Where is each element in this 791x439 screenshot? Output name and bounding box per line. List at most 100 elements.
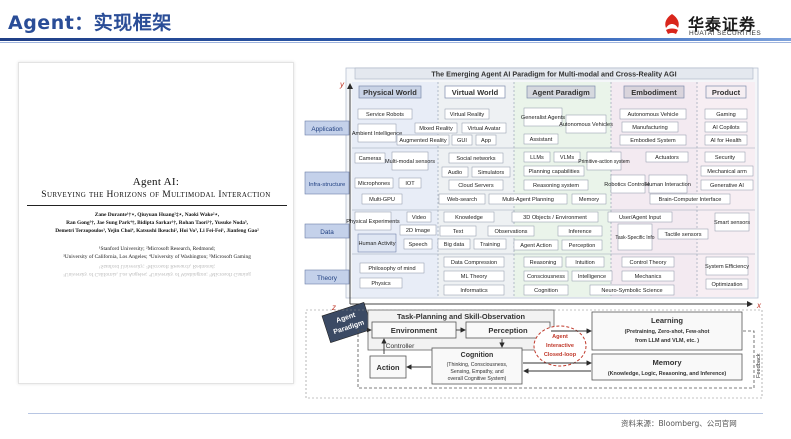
figure-title: The Emerging Agent AI Paradigm for Multi… xyxy=(431,70,676,79)
cell-simulators: Simulators xyxy=(478,170,505,176)
cell-mechanical-arm: Mechanical arm xyxy=(707,169,747,175)
cell-speech: Speech xyxy=(409,242,428,248)
cell-actuators: Actuators xyxy=(655,155,679,161)
axis-z-label: z xyxy=(331,303,336,312)
closed-loop-line2: Interactive xyxy=(546,343,574,349)
cell-control-theory: Control Theory xyxy=(630,260,667,266)
cell-text: Text xyxy=(453,229,464,235)
paper-card: Agent AI: Surveying the Horizons of Mult… xyxy=(18,62,294,384)
cell-ambient-intelligence: Ambient Intelligence xyxy=(352,131,402,137)
company-logo: 华泰证券 HUATAI SECURITIES xyxy=(661,13,781,39)
cell-llms: LLMs xyxy=(530,155,544,161)
cell-autonomous-vehicles: Autonomous Vehicles xyxy=(559,122,613,128)
authors-line-2: Ran Gong³†, Jae Sung Park⁴†, Bidipta Sar… xyxy=(66,220,248,226)
cell-virtual-avatar: Virtual Avatar xyxy=(467,126,500,132)
paper-subtitle: Surveying the Horizons of Multimodal Int… xyxy=(41,190,271,200)
cell-task-specific-info: Task-Specific Info xyxy=(615,235,654,241)
col-physical-world: Physical World xyxy=(363,88,417,97)
cell-social-networks: Social networks xyxy=(456,156,495,162)
cell-inference: Inference xyxy=(568,229,591,235)
cell-service-robots: Service Robots xyxy=(366,112,404,118)
cell-multi-agent-planning: Multi-Agent Planning xyxy=(502,197,554,203)
learning-title: Learning xyxy=(651,316,683,325)
cell-memory-infra: Memory xyxy=(579,197,599,203)
cell-vlms: VLMs xyxy=(560,155,575,161)
source-note: 资料来源：Bloomberg、公司官网 xyxy=(621,419,737,428)
cell-robotics-controller: Robotics Controller xyxy=(604,182,652,188)
ghost-line-1: ³University of California, Los Angeles; … xyxy=(63,271,251,277)
cell-generalist-agents: Generalist Agents xyxy=(521,115,565,121)
cell-agent-action: Agent Action xyxy=(520,243,551,249)
cell-brain-computer-interface: Brain-Computer Interface xyxy=(659,197,722,203)
cell-knowledge: Knowledge xyxy=(455,215,483,221)
cognition-title: Cognition xyxy=(461,352,494,359)
cell-gui: GUI xyxy=(457,138,467,144)
cell-perception-data: Perception xyxy=(569,243,596,249)
memory-body: (Knowledge, Logic, Reasoning, and Infere… xyxy=(608,371,727,377)
logo-english: HUATAI SECURITIES xyxy=(689,30,762,37)
learning-body-1: (Pretraining, Zero-shot, Few-shot xyxy=(625,329,710,335)
cell-neuro-symbolic: Neuro-Symbolic Science xyxy=(601,288,662,294)
cell-security: Security xyxy=(715,155,735,161)
col-agent-paradigm: Agent Paradigm xyxy=(532,88,590,97)
cell-human-interaction: Human Interaction xyxy=(645,182,691,188)
environment-box: Environment xyxy=(391,326,438,335)
cell-training: Training xyxy=(480,242,500,248)
closed-loop-line3: Closed-loop xyxy=(544,352,577,358)
cell-assistant: Assistant xyxy=(530,137,553,143)
cell-planning-capabilities: Planning capabilities xyxy=(529,169,580,175)
authors-line-1: Zane Durante¹†⋆, Qiuyuan Huang²‡⋆, Naoki… xyxy=(94,212,220,218)
cell-primitive-action: Primitive-action system xyxy=(578,159,629,165)
row-data: Data xyxy=(320,229,334,236)
footer-rule xyxy=(28,413,763,414)
cell-cloud-servers: Cloud Servers xyxy=(458,183,494,189)
paper-bleed-through: ³University of California, Los Angeles; … xyxy=(37,262,277,278)
perception-box: Perception xyxy=(488,326,528,335)
cell-informatics: Informatics xyxy=(460,288,488,294)
action-box: Action xyxy=(377,363,400,372)
cell-3d-objects: 3D Objects / Environment xyxy=(523,215,587,221)
cell-audio: Audio xyxy=(448,170,462,176)
cell-microphones: Microphones xyxy=(358,181,390,187)
cell-generative-ai: Generative AI xyxy=(710,183,744,189)
controller-label: Controller xyxy=(386,343,415,350)
authors-line-3: Demetri Terzopoulos³, Yejin Choi⁴, Katsu… xyxy=(55,228,259,234)
agent-framework-figure: The Emerging Agent AI Paradigm for Multi… xyxy=(302,66,768,401)
paper-affiliations: ¹Stanford University; ²Microsoft Researc… xyxy=(29,245,285,261)
cognition-body-2: Sensing, Empathy, and xyxy=(450,369,503,375)
title-rule xyxy=(0,38,791,41)
cell-cognition-theory: Cognition xyxy=(534,288,558,294)
cell-multi-gpu: Multi-GPU xyxy=(369,197,395,203)
cell-gaming: Gaming xyxy=(716,112,736,118)
cell-smart-sensors: Smart sensors xyxy=(714,220,750,226)
paper-authors: Zane Durante¹†⋆, Qiuyuan Huang²‡⋆, Naoki… xyxy=(29,211,285,235)
col-product: Product xyxy=(712,88,741,97)
col-embodiment: Embodiment xyxy=(631,88,677,97)
logo-mark-icon xyxy=(665,14,679,34)
closed-loop-line1: Agent xyxy=(552,334,568,340)
axis-y-label: y xyxy=(339,80,345,89)
cell-intelligence: Intelligence xyxy=(578,274,606,280)
cell-embodied-system: Embodied System xyxy=(630,138,676,144)
cell-intuition: Intuition xyxy=(575,260,595,266)
cell-big-data: Big data xyxy=(444,242,465,248)
col-virtual-world: Virtual World xyxy=(452,88,499,97)
cell-video: Video xyxy=(412,215,426,221)
aff-line-2: ³University of California, Los Angeles; … xyxy=(63,254,251,260)
cell-autonomous-vehicle: Autonomous Vehicle xyxy=(628,112,679,118)
cognition-body-1: (Thinking, Consciousness, xyxy=(447,362,508,368)
cell-consciousness: Consciousness xyxy=(527,274,565,280)
framework-svg: The Emerging Agent AI Paradigm for Multi… xyxy=(304,67,763,399)
feedback-label: Feedback xyxy=(756,353,762,378)
cell-iot: IOT xyxy=(405,181,415,187)
cell-tactile-sensors: Tactile sensors xyxy=(665,232,702,238)
aff-line-1: ¹Stanford University; ²Microsoft Researc… xyxy=(98,246,216,252)
logo-chinese: 华泰证券 xyxy=(688,15,757,34)
cell-mixed-reality: Mixed Reality xyxy=(419,126,453,132)
axis-x-label: x xyxy=(756,301,762,310)
cell-web-search: Web-search xyxy=(447,197,477,203)
row-infrastructure: Infra-structure xyxy=(309,182,346,188)
cognition-body-3: overall Cognitive System) xyxy=(448,376,507,382)
cell-reasoning-system: Reasoning system xyxy=(533,183,579,189)
cell-ml-theory: ML Theory xyxy=(461,274,488,280)
